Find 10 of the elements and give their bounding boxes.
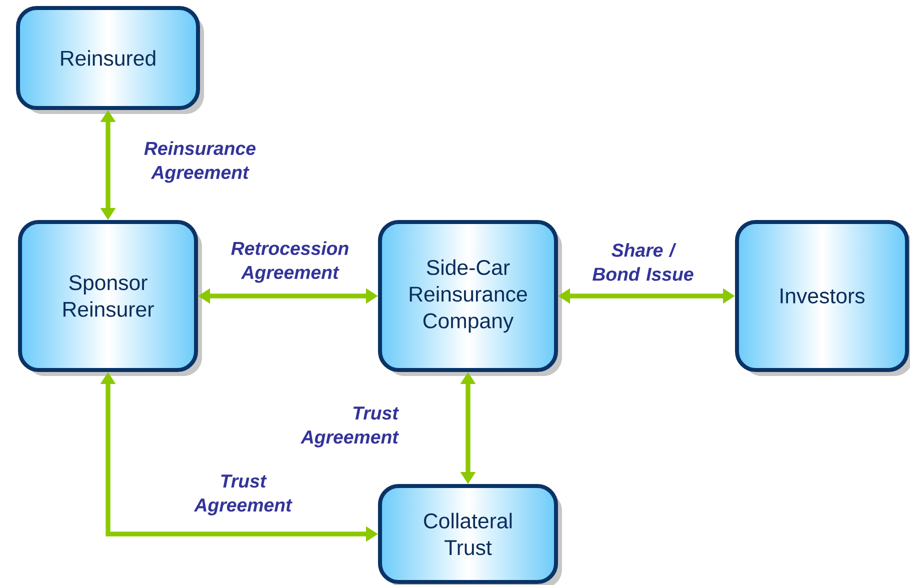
process-box: Investors	[735, 220, 910, 376]
process-box: Collateral Trust	[378, 484, 562, 585]
edge-label: Trust Agreement	[300, 406, 400, 448]
process-box: Side-Car Reinsurance Company	[378, 220, 562, 376]
process-box: Reinsured	[16, 6, 204, 114]
edge-label: Share / Bond Issue	[592, 243, 694, 281]
edge-label: Reinsurance Agreement	[144, 141, 256, 183]
edge-label: Retrocession Agreement	[231, 241, 348, 283]
edge-label: Trust Agreement	[194, 474, 292, 516]
process-box: Sponsor Reinsurer	[18, 220, 202, 376]
